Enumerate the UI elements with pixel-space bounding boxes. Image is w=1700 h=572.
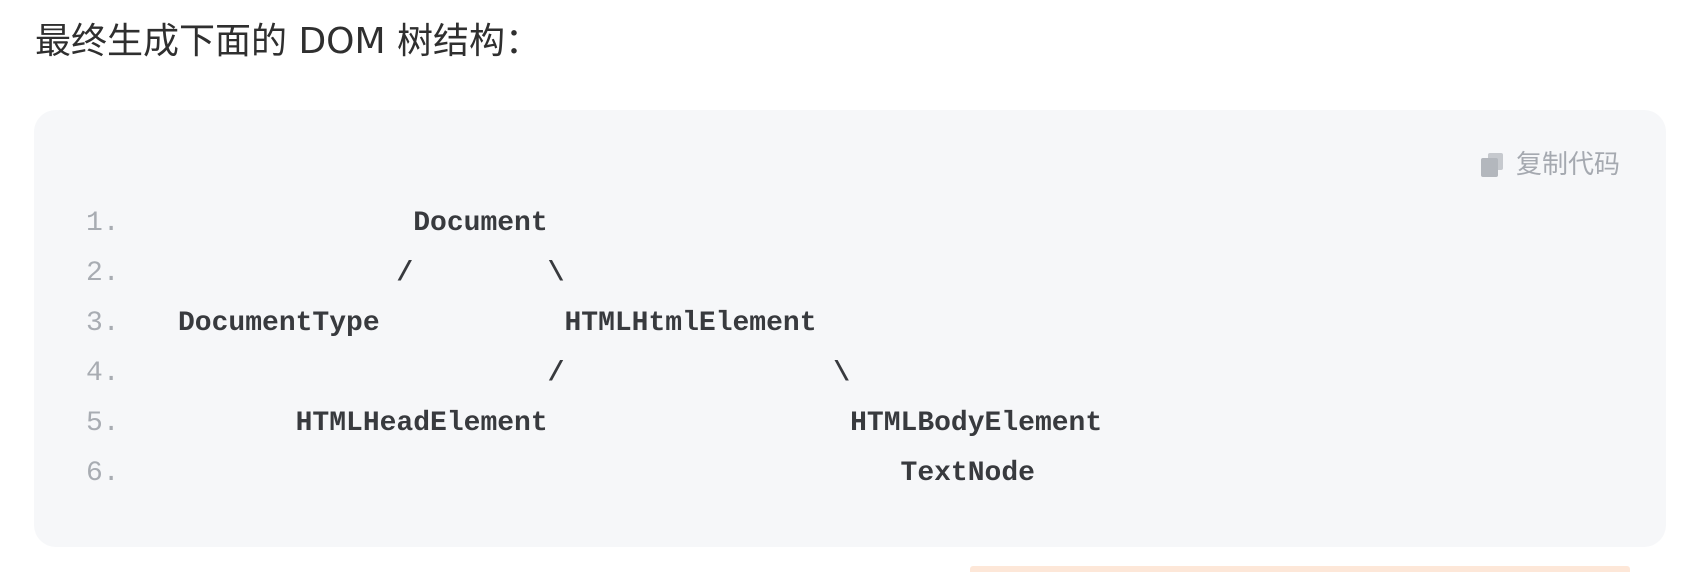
intro-text: 最终生成下面的 DOM 树结构： [35, 21, 542, 62]
line-number: 6. [86, 457, 120, 489]
code-line: 5. HTMLHeadElement HTMLBodyElement [34, 398, 1102, 448]
copy-icon [1480, 153, 1505, 177]
code-block: 复制代码 1. Document 2. / \ 3. DocumentType … [34, 110, 1666, 547]
code-line-text: TextNode [178, 457, 1035, 489]
code-line: 2. / \ [34, 248, 1102, 298]
line-number: 3. [86, 307, 120, 339]
code-lines: 1. Document 2. / \ 3. DocumentType HTMLH… [34, 198, 1102, 498]
code-line-text: HTMLHeadElement HTMLBodyElement [178, 407, 1103, 439]
code-line-text: DocumentType HTMLHtmlElement [178, 307, 817, 339]
code-line-text: / \ [178, 257, 565, 289]
code-line-text: / \ [178, 357, 851, 389]
line-number: 1. [86, 207, 120, 239]
code-line: 1. Document [34, 198, 1102, 248]
code-line-text: Document [178, 207, 548, 239]
copy-code-button[interactable]: 复制代码 [1480, 148, 1620, 182]
line-number: 2. [86, 257, 120, 289]
line-number: 4. [86, 357, 120, 389]
code-line: 3. DocumentType HTMLHtmlElement [34, 298, 1102, 348]
code-line: 6. TextNode [34, 448, 1102, 498]
next-section-edge [970, 566, 1630, 572]
line-number: 5. [86, 407, 120, 439]
copy-code-label: 复制代码 [1515, 150, 1620, 180]
code-line: 4. / \ [34, 348, 1102, 398]
